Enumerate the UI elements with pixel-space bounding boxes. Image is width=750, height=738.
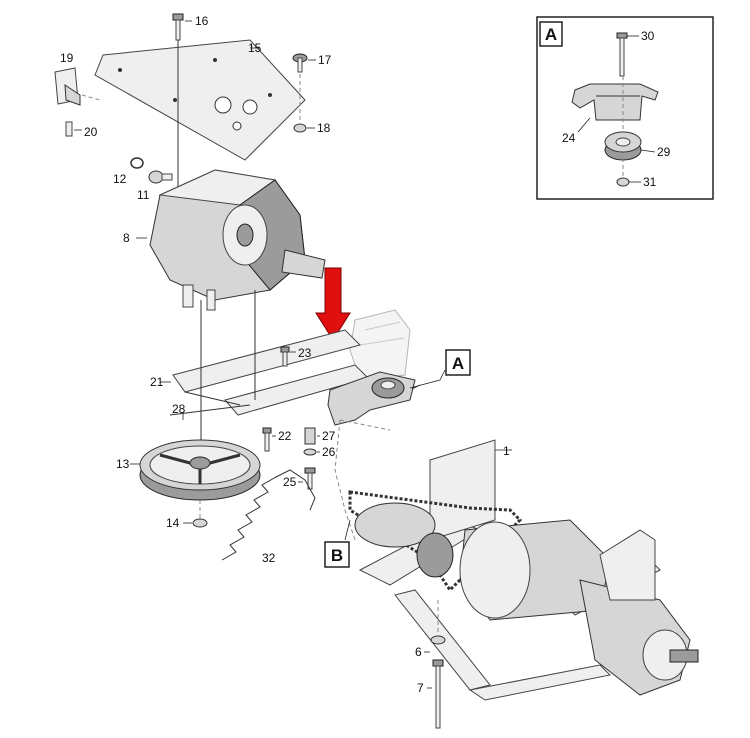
callout-32: 32 [262, 551, 276, 565]
part-11-sprocket [148, 170, 173, 184]
callout-30: 30 [641, 29, 655, 43]
detail-a-tag-box [539, 21, 563, 47]
callout-24: 24 [562, 131, 576, 145]
part-1-transaxle-body [354, 502, 699, 696]
part-17-bolt [292, 53, 308, 73]
part-12-ring [130, 157, 144, 169]
callout-14: 14 [166, 516, 180, 530]
part-30-bolt [616, 32, 628, 77]
callout-18: 18 [317, 121, 331, 135]
part-13-pulley [139, 439, 261, 501]
callout-26: 26 [322, 445, 336, 459]
part-24-bracket [571, 83, 659, 121]
callout-17: 17 [318, 53, 332, 67]
callout-22: 22 [278, 429, 292, 443]
part-20-screw [65, 121, 73, 137]
callout-20: 20 [84, 125, 98, 139]
part-29-pulley [604, 131, 642, 161]
callout-29: 29 [657, 145, 671, 159]
part-21-plate [172, 329, 369, 416]
callout-23: 23 [298, 346, 312, 360]
detail-a-ref-box [445, 349, 471, 376]
part-14-washer [192, 518, 208, 528]
part-6-washer [430, 635, 446, 645]
part-19-clip [54, 67, 81, 106]
callout-16: 16 [195, 14, 209, 28]
detail-a-ref-letter: A [452, 354, 464, 373]
callout-15: 15 [248, 41, 262, 55]
callout-19: 19 [60, 51, 74, 65]
part-32-spring [221, 469, 316, 561]
callout-21: 21 [150, 375, 164, 389]
callout-28: 28 [172, 402, 186, 416]
callout-13: 13 [116, 457, 130, 471]
callout-27: 27 [322, 429, 336, 443]
callout-25: 25 [283, 475, 297, 489]
idler-bracket-main [327, 371, 416, 426]
part-16-bolt [172, 13, 184, 41]
part-23-bolt [280, 346, 290, 367]
callout-7: 7 [417, 681, 424, 695]
part-18-washer [293, 123, 307, 133]
detail-a-inset: A 30 24 29 31 [536, 16, 714, 200]
callout-6: 6 [415, 645, 422, 659]
callout-1: 1 [503, 444, 510, 458]
ghost-idler-assembly [349, 309, 411, 381]
detail-b-ref-letter: B [331, 546, 343, 565]
part-31-nut [616, 177, 630, 187]
part-8-gearbox [149, 169, 326, 311]
callout-8: 8 [123, 231, 130, 245]
part-22-bolt [262, 427, 272, 452]
highlight-arrow [315, 267, 351, 341]
part-27-spacer [304, 427, 316, 445]
part-26-washer [303, 448, 317, 456]
part-7-bolt [432, 659, 444, 729]
part-25-bolt [304, 467, 316, 490]
detail-a-tag-letter: A [545, 25, 557, 44]
part-15-mounting-plate [94, 39, 306, 161]
callout-12: 12 [113, 172, 127, 186]
callout-11: 11 [137, 188, 150, 202]
callout-31: 31 [643, 175, 657, 189]
detail-b-ref-box [324, 541, 350, 568]
